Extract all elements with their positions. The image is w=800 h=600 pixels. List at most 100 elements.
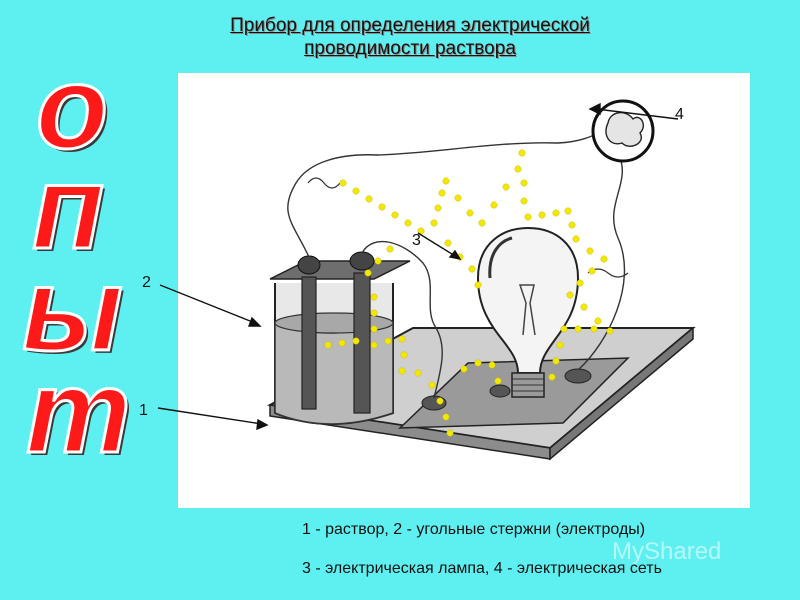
glow-dot [428,381,436,389]
side-letter-4: т [25,346,133,478]
glow-dot [580,303,588,311]
glow-dot [324,341,332,349]
glow-dot [566,291,574,299]
light-glow-dots [324,149,614,437]
title-line-1: Прибор для определения электрической [230,15,590,36]
legend-line-2: 3 - электрическая лампа, 4 - электрическ… [302,560,662,577]
clamp-right [564,368,592,384]
arrow-4 [595,108,679,120]
glow-dot [352,187,360,195]
glow-dot [478,219,486,227]
glow-dot [568,221,576,229]
lamp-filament [518,284,536,336]
arrow-3-head [448,249,462,261]
title-line-2: проводимости раствора [304,38,516,59]
glow-dot [490,201,498,209]
glow-dot [552,209,560,217]
glow-dot [524,213,532,221]
glow-dot [474,281,482,289]
glow-dot [594,317,602,325]
clamp-middle [489,384,511,398]
glow-dot [442,413,450,421]
glow-dot [586,247,594,255]
arrow-4-head [588,102,601,116]
glow-dot [365,195,373,203]
glow-dot [442,177,450,185]
base-board-side [549,326,694,461]
glow-dot [338,339,346,347]
glow-dot [548,373,556,381]
label-3: 3 [412,232,421,249]
plug-head [605,112,644,147]
watermark: MyShared [612,538,722,565]
glow-dot [600,255,608,263]
glow-dot [494,377,502,385]
glow-dot [436,397,444,405]
glow-dot [400,351,408,359]
glow-dot [398,335,406,343]
glow-dot [404,219,412,227]
glow-dot [576,279,584,287]
glow-dot [444,239,452,247]
glow-dot [474,359,482,367]
lamp-highlight [488,236,513,279]
glow-dot [518,149,526,157]
glow-dot [446,429,454,437]
glow-dot [374,257,382,265]
glow-dot [552,357,560,365]
wire-to-network [287,107,612,258]
glow-dot [378,203,386,211]
glow-dot [370,293,378,301]
wire-to-lamp [361,240,443,399]
glow-dot [339,179,347,187]
vertical-word-opyt: о п ы т [18,48,158,490]
glow-dot [430,219,438,227]
glow-dot [502,183,510,191]
label-4: 4 [675,106,684,123]
label-2: 2 [142,274,151,291]
glow-dot [386,245,394,253]
glow-dot [564,207,572,215]
glow-dot [574,325,582,333]
glow-dot [538,211,546,219]
glow-dot [370,325,378,333]
glow-dot [370,309,378,317]
apparatus-sketch [266,99,696,461]
wire-lamp-to-network [577,152,626,371]
glow-dot [438,189,446,197]
glow-dot [384,337,392,345]
legend-line-1: 1 - раствор, 2 - угольные стержни (элект… [302,521,646,538]
glow-dot [398,367,406,375]
slide-title: Прибор для определения электрической про… [150,14,670,60]
glow-dot [468,265,476,273]
side-letter-2: п [30,142,105,274]
glow-dot [352,337,360,345]
side-letter-3: ы [21,244,125,376]
electrode-left [301,276,317,410]
terminal-right [349,251,375,271]
glow-dot [514,165,522,173]
glow-dot [370,341,378,349]
glow-dot [588,267,596,275]
terminal-left [297,255,321,275]
glow-dot [520,197,528,205]
glow-dot [460,365,468,373]
glow-dot [391,211,399,219]
glow-dot [488,361,496,369]
glow-dot [572,235,580,243]
glow-dot [454,194,462,202]
glow-dot [590,325,598,333]
apparatus-drawing [178,73,750,508]
glow-dot [606,327,614,335]
glow-dot [434,204,442,212]
beaker-lid [269,260,411,280]
pointer-arrows [417,102,679,261]
glow-dot [556,341,564,349]
glow-dot [520,179,528,187]
glow-dot [364,269,372,277]
glow-dot [466,209,474,217]
label-1: 1 [139,402,148,419]
solution [274,321,394,425]
glow-dot [414,369,422,377]
glow-dot [560,325,568,333]
